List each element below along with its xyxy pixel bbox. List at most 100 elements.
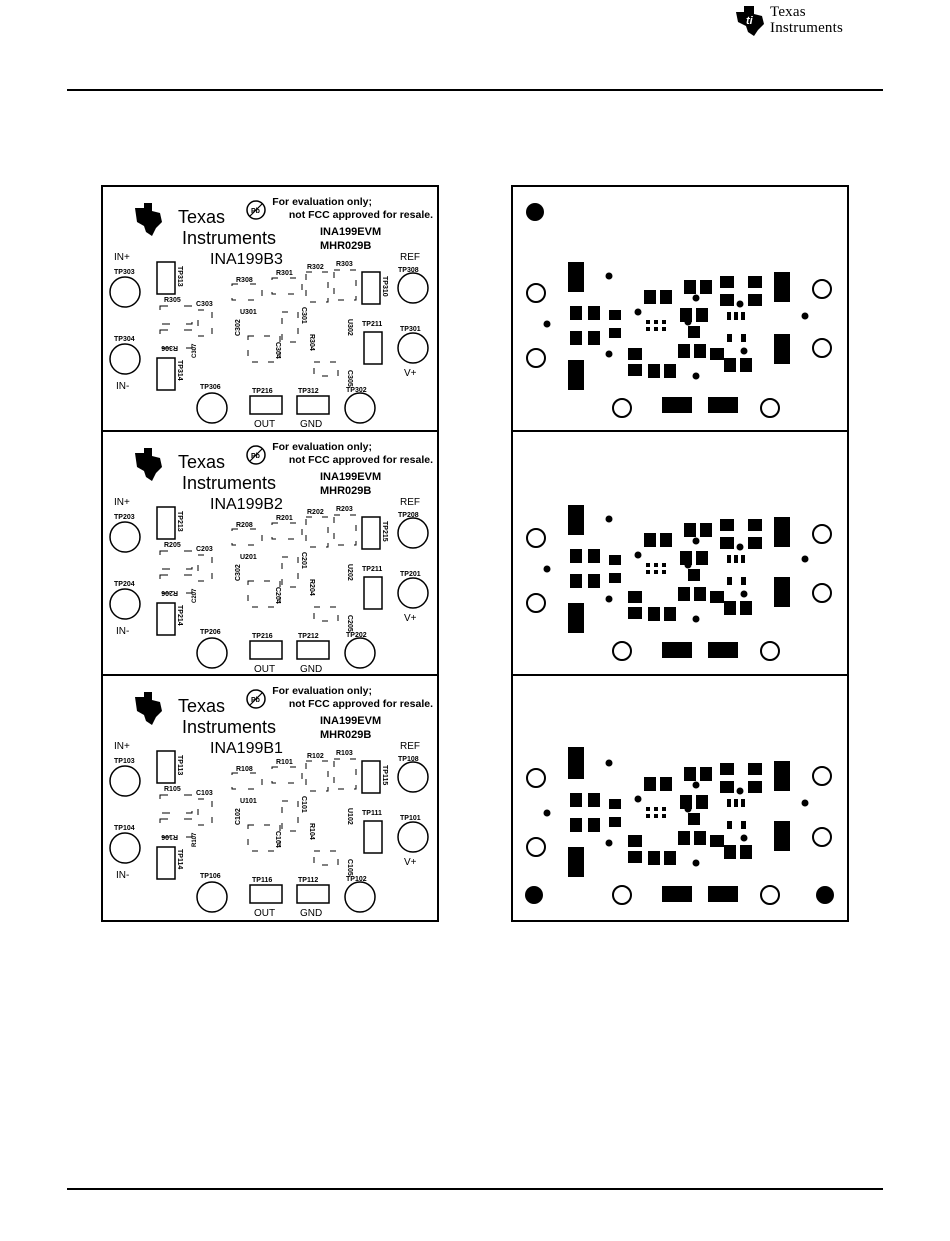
ref-designator: R102: [307, 753, 324, 760]
ti-state-logo-icon: ti: [736, 6, 764, 36]
ref-designator: R303: [336, 261, 353, 268]
brand-line-1: Texas: [178, 207, 225, 227]
brand-line-2: Instruments: [182, 228, 276, 248]
tp-label: TP314: [176, 360, 183, 381]
part-number: INA199B2: [210, 496, 283, 513]
ti-logo-icon: [135, 203, 162, 236]
pb-free-icon: [246, 200, 266, 220]
tp-label: TP308: [398, 267, 419, 274]
label-out: OUT: [254, 664, 275, 675]
ref-designator: R302: [307, 264, 324, 271]
tp-label: TP211: [362, 321, 382, 328]
evm-name: INA199EVM: [320, 226, 381, 238]
tp-label: TP301: [400, 326, 421, 333]
tp-label: TP212: [298, 633, 319, 640]
ref-designator: C302: [235, 319, 242, 336]
ref-designator: R205: [164, 542, 181, 549]
ref-designator: R304: [308, 334, 315, 351]
ti-logo-icon: [135, 692, 162, 725]
brand-line-2: Instruments: [182, 473, 276, 493]
tp-label: TP211: [362, 566, 382, 573]
pb-symbol: Pb: [251, 453, 260, 460]
tp-label: TP215: [381, 521, 388, 542]
tp-label: TP104: [114, 825, 135, 832]
ref-designator: R203: [336, 506, 353, 513]
ref-designator: C205: [346, 615, 353, 632]
tp-label: TP116: [252, 877, 272, 884]
tp-label: TP216: [252, 388, 273, 395]
ref-designator: U302: [346, 319, 353, 336]
label-vplus: V+: [404, 613, 417, 624]
ref-designator: R105: [164, 786, 181, 793]
tp-label: TP313: [176, 266, 183, 287]
ref-designator: R108: [236, 766, 253, 773]
ti-logo: ti Texas Instruments: [732, 2, 882, 38]
pb-free-icon: [246, 689, 266, 709]
ref-designator: R104: [308, 823, 315, 840]
ref-designator: C102: [235, 808, 242, 825]
copper-panel-frame: [511, 185, 849, 922]
pb-symbol: Pb: [251, 208, 260, 215]
board-code: MHR029B: [320, 240, 371, 252]
tp-label: TP216: [252, 633, 273, 640]
tp-label: TP115: [381, 765, 388, 785]
page-header: ti Texas Instruments: [0, 0, 950, 100]
eval-line-1: For evaluation only;: [272, 441, 372, 453]
copper-board-middle: [526, 505, 832, 661]
tp-label: TP111: [362, 810, 382, 817]
ref-designator: C304: [274, 342, 281, 359]
svg-text:ti: ti: [746, 15, 754, 27]
ref-designator: C302: [235, 564, 242, 581]
tp-label: TP213: [176, 511, 183, 532]
silkscreen-panel-frame: [101, 185, 439, 922]
ref-designator: R201: [276, 515, 293, 522]
ref-designator: U301: [240, 309, 257, 316]
label-gnd: GND: [300, 419, 322, 430]
silkscreen-board-b2: Pb For evaluation only; not FCC approved…: [109, 441, 433, 675]
ref-designator: R107: [192, 832, 198, 847]
ref-designator: C203: [196, 546, 213, 553]
eval-line-2: not FCC approved for resale.: [289, 454, 433, 466]
label-in-plus: IN+: [114, 252, 130, 263]
label-ref: REF: [400, 252, 420, 263]
silkscreen-board-b3: Pb For evaluation only; not FCC approved…: [109, 196, 433, 430]
logo-line-2: Instruments: [770, 20, 844, 36]
ref-designator: C105: [346, 859, 353, 876]
evm-name: INA199EVM: [320, 471, 381, 483]
board-code: MHR029B: [320, 729, 371, 741]
label-vplus: V+: [404, 857, 417, 868]
tp-label: TP112: [298, 877, 318, 884]
tp-label: TP312: [298, 388, 319, 395]
tp-label: TP306: [200, 384, 221, 391]
label-in-minus: IN-: [116, 870, 129, 881]
pb-symbol: Pb: [251, 697, 260, 704]
ref-designator: R301: [276, 270, 293, 277]
tp-label: TP202: [346, 632, 367, 639]
tp-label: TP114: [176, 849, 183, 869]
label-gnd: GND: [300, 664, 322, 675]
label-ref: REF: [400, 497, 420, 508]
ti-logo-icon: [135, 448, 162, 481]
ref-designator: C301: [300, 307, 307, 324]
label-out: OUT: [254, 419, 275, 430]
tp-label: TP106: [200, 873, 221, 880]
label-gnd: GND: [300, 908, 322, 919]
tp-label: TP103: [114, 758, 135, 765]
tp-label: TP303: [114, 269, 135, 276]
tp-label: TP214: [176, 605, 183, 626]
tp-label: TP201: [400, 571, 421, 578]
ref-designator: U102: [346, 808, 353, 825]
fiducial-mark: [525, 886, 543, 904]
label-vplus: V+: [404, 368, 417, 379]
ref-designator: R101: [276, 759, 293, 766]
ref-designator: U201: [240, 554, 257, 561]
ref-designator: C307: [192, 343, 198, 358]
header-rule: [67, 89, 883, 91]
ref-designator: R305: [164, 297, 181, 304]
label-in-minus: IN-: [116, 626, 129, 637]
tp-label: TP304: [114, 336, 135, 343]
board-code: MHR029B: [320, 485, 371, 497]
eval-line-2: not FCC approved for resale.: [289, 698, 433, 710]
ref-designator: R208: [236, 522, 253, 529]
eval-line-1: For evaluation only;: [272, 685, 372, 697]
